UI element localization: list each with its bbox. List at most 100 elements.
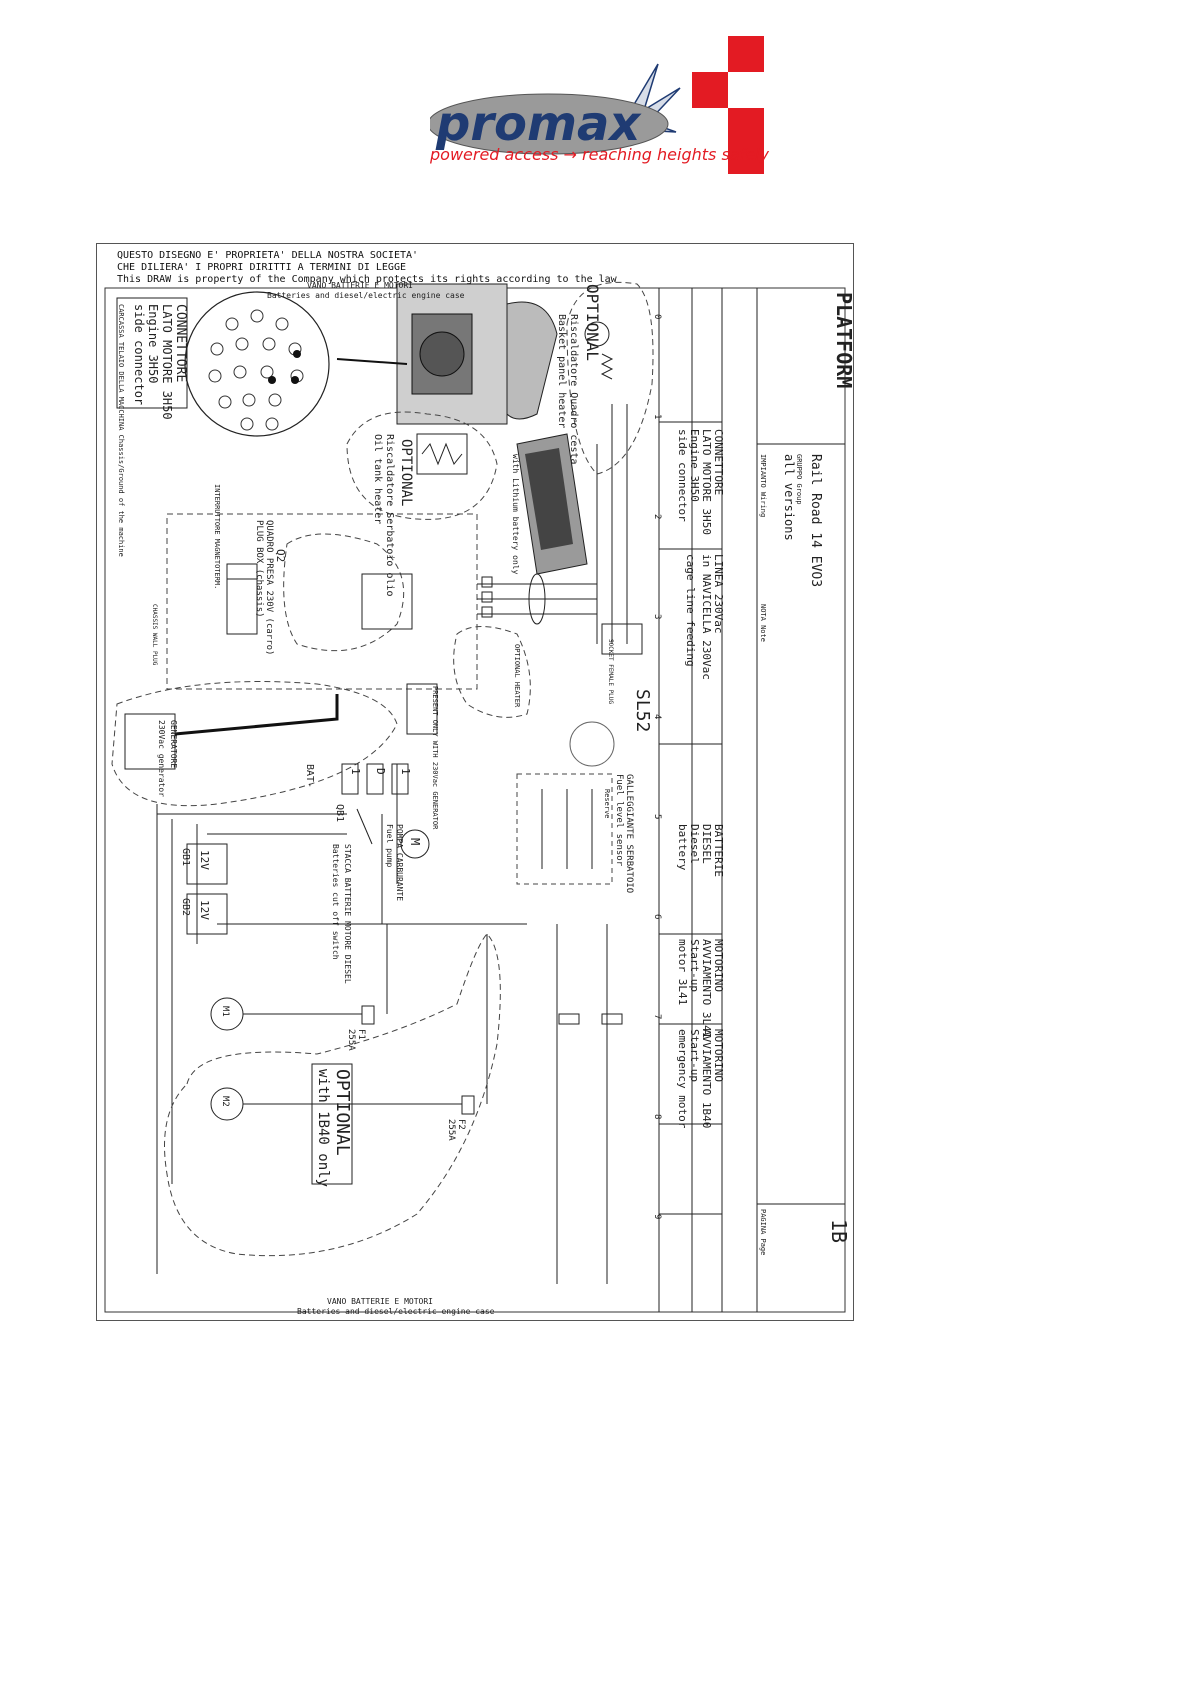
drawing-title: Rail Road 14 EVO3 — [808, 454, 823, 587]
logo-square — [728, 108, 764, 144]
bat-minus-label: BAT- — [304, 764, 315, 788]
plug-box-en: PLUG BOX (chassis) — [254, 520, 264, 618]
col-7: 7 — [652, 1014, 662, 1019]
section-label: IMPIANTO Wiring — [759, 454, 767, 517]
section-connector: CONNETTORE LATO MOTORE 3H50 Engine 3H50 … — [676, 429, 725, 535]
note-label: NOTA Note — [759, 604, 767, 642]
svg-text:Diesel: Diesel — [688, 824, 701, 864]
svg-text:emergency motor: emergency motor — [676, 1029, 689, 1129]
present-only-label: PRESENT ONLY WITH 230Vac GENERATOR — [431, 686, 439, 830]
brand-tagline: powered access → reaching heights safely — [430, 145, 770, 164]
chassis-note: CARCASSA TELAIO DELLA MACCHINA Chassis/G… — [117, 304, 125, 557]
optional-heater-label: OPTIONAL HEATER — [513, 644, 521, 708]
pump-en: Fuel pump — [385, 824, 394, 868]
header-line-2: CHE DILIERA' I PROPRI DIRITTI A TERMINI … — [117, 262, 406, 273]
reserve-label: Reserve — [603, 789, 611, 819]
plug-box-outline — [166, 513, 478, 690]
optional-1b40-note: with 1B40 only — [315, 1069, 331, 1187]
company-logo-text: PLATFORM — [832, 292, 853, 388]
f2-rating: 255A — [446, 1119, 456, 1141]
gb1-voltage: 12V — [198, 850, 211, 870]
engine-case-bottom-it: VANO BATTERIE E MOTORI — [327, 1297, 433, 1306]
logo-square — [728, 144, 764, 174]
pump-it: POMPA CARBURANTE — [395, 824, 404, 901]
col-5: 5 — [652, 814, 662, 819]
svg-text:MOTORINO: MOTORINO — [712, 939, 725, 992]
generator-en: 230Vac generator — [157, 720, 166, 797]
logo-graphic: promax powered access → reaching heights… — [427, 36, 770, 174]
optional-basket-it: Riscaldatore Quadro cesta — [568, 314, 579, 465]
optional-oil-en: Oil tank heater — [372, 434, 383, 524]
chassis-wall-plug: CHASSIS WALL PLUG — [151, 604, 158, 666]
brand-name: promax — [435, 96, 642, 152]
fuel-sensor-box — [516, 773, 613, 885]
optional-basket-en: Basket panel heater — [556, 314, 567, 428]
svg-text:LINEA 230Vac: LINEA 230Vac — [712, 554, 725, 633]
gb2-label: GB2 — [180, 898, 191, 916]
f1-label: F1 — [356, 1029, 366, 1040]
connector-label-it: CONNETTORE — [173, 304, 188, 382]
one-box-2: 1 — [399, 768, 412, 775]
optional-oil-label: OPTIONAL — [398, 439, 414, 506]
svg-text:CONNETTORE: CONNETTORE — [712, 429, 725, 495]
gb2-voltage: 12V — [198, 900, 211, 920]
m1-label: M1 — [220, 1006, 230, 1017]
svg-text:side connector: side connector — [676, 429, 689, 522]
optional-oil-heater-zone — [346, 411, 498, 520]
cut-off-it: STACCA BATTERIE MOTORE DIESEL — [343, 844, 352, 984]
one-box-1: 1 — [349, 768, 362, 775]
svg-text:cage line feeding: cage line feeding — [684, 554, 697, 667]
optional-1b40-label: OPTIONAL — [332, 1069, 353, 1156]
f1-rating: 255A — [346, 1029, 356, 1051]
engine-case-top-it: VANO BATTERIE E MOTORI — [307, 281, 413, 290]
schematic: CONNETTORE LATO MOTORE 3H50 Engine 3H50 … — [104, 281, 853, 1316]
col-3: 3 — [652, 614, 662, 619]
qb1-label: QB1 — [334, 804, 345, 822]
m-symbol: M — [408, 838, 422, 845]
optional-oil-it: Riscaldatore Serbatoio olio — [384, 434, 395, 597]
svg-text:battery: battery — [676, 824, 689, 871]
header-line-3: This DRAW is property of the Company whi… — [117, 274, 617, 285]
promax-logo: promax powered access → reaching heights… — [427, 36, 830, 186]
optional-1b40-zone — [164, 933, 501, 1257]
header-line-1: QUESTO DISEGNO E' PROPRIETA' DELLA NOSTR… — [117, 250, 419, 261]
connector-label-en: Engine 3H50 — [146, 304, 160, 383]
logo-square — [728, 36, 764, 72]
sheet-number: 1B — [827, 1219, 851, 1243]
connector-label-en2: side connector — [132, 304, 146, 405]
fuel-sensor-it: GALLEGGIANTE SERBATOIO — [624, 774, 634, 893]
col-4: 4 — [652, 714, 662, 719]
svg-text:Engine 3H50: Engine 3H50 — [688, 429, 701, 502]
svg-text:Start-up: Start-up — [688, 939, 701, 992]
col-6: 6 — [652, 914, 662, 919]
col-9: 9 — [652, 1214, 662, 1219]
q2-label: Q2 — [274, 549, 287, 562]
generator-zone — [111, 681, 398, 807]
lithium-battery-icon — [516, 433, 588, 575]
gb1-label: GB1 — [180, 848, 191, 866]
socket-female: SOCKET FEMALE PLUG — [607, 639, 614, 704]
optional-heater-zone — [453, 626, 531, 718]
versions-label: all versions — [782, 454, 796, 541]
engine-case-top-en: Batteries and diesel/electric engine cas… — [267, 291, 465, 300]
svg-text:MOTORINO: MOTORINO — [712, 1029, 725, 1082]
section-cage-line: LINEA 230Vac in NAVICELLA 230Vac cage li… — [684, 554, 725, 680]
svg-text:AVVIAMENTO 1B40: AVVIAMENTO 1B40 — [700, 1029, 713, 1128]
m2-label: M2 — [220, 1096, 230, 1107]
col-1: 1 — [652, 414, 662, 419]
section-battery: BATTERIE DIESEL Diesel battery — [676, 824, 725, 877]
svg-text:AVVIAMENTO 3L41: AVVIAMENTO 3L41 — [700, 939, 713, 1038]
optional-label: OPTIONAL — [583, 284, 602, 361]
connector-label-it2: LATO MOTORE 3H50 — [160, 304, 174, 420]
cut-off-en: Batteries cut off switch — [331, 844, 340, 960]
generator-it: GENERATORE — [169, 720, 178, 768]
lithium-label: with Lithium battery only — [511, 454, 520, 575]
d-box: D — [374, 768, 387, 775]
svg-text:motor 3L41: motor 3L41 — [676, 939, 689, 1005]
svg-text:LATO MOTORE 3H50: LATO MOTORE 3H50 — [700, 429, 713, 535]
engine-case-bottom-en: Batteries and diesel/electric engine cas… — [297, 1307, 495, 1316]
optional-basket-heater-zone — [566, 281, 654, 475]
section-startup-1b40: MOTORINO AVVIAMENTO 1B40 Start-up emerge… — [676, 1029, 725, 1129]
fuel-sensor-en: Fuel level sensor — [614, 774, 624, 867]
f2-label: F2 — [456, 1119, 466, 1130]
